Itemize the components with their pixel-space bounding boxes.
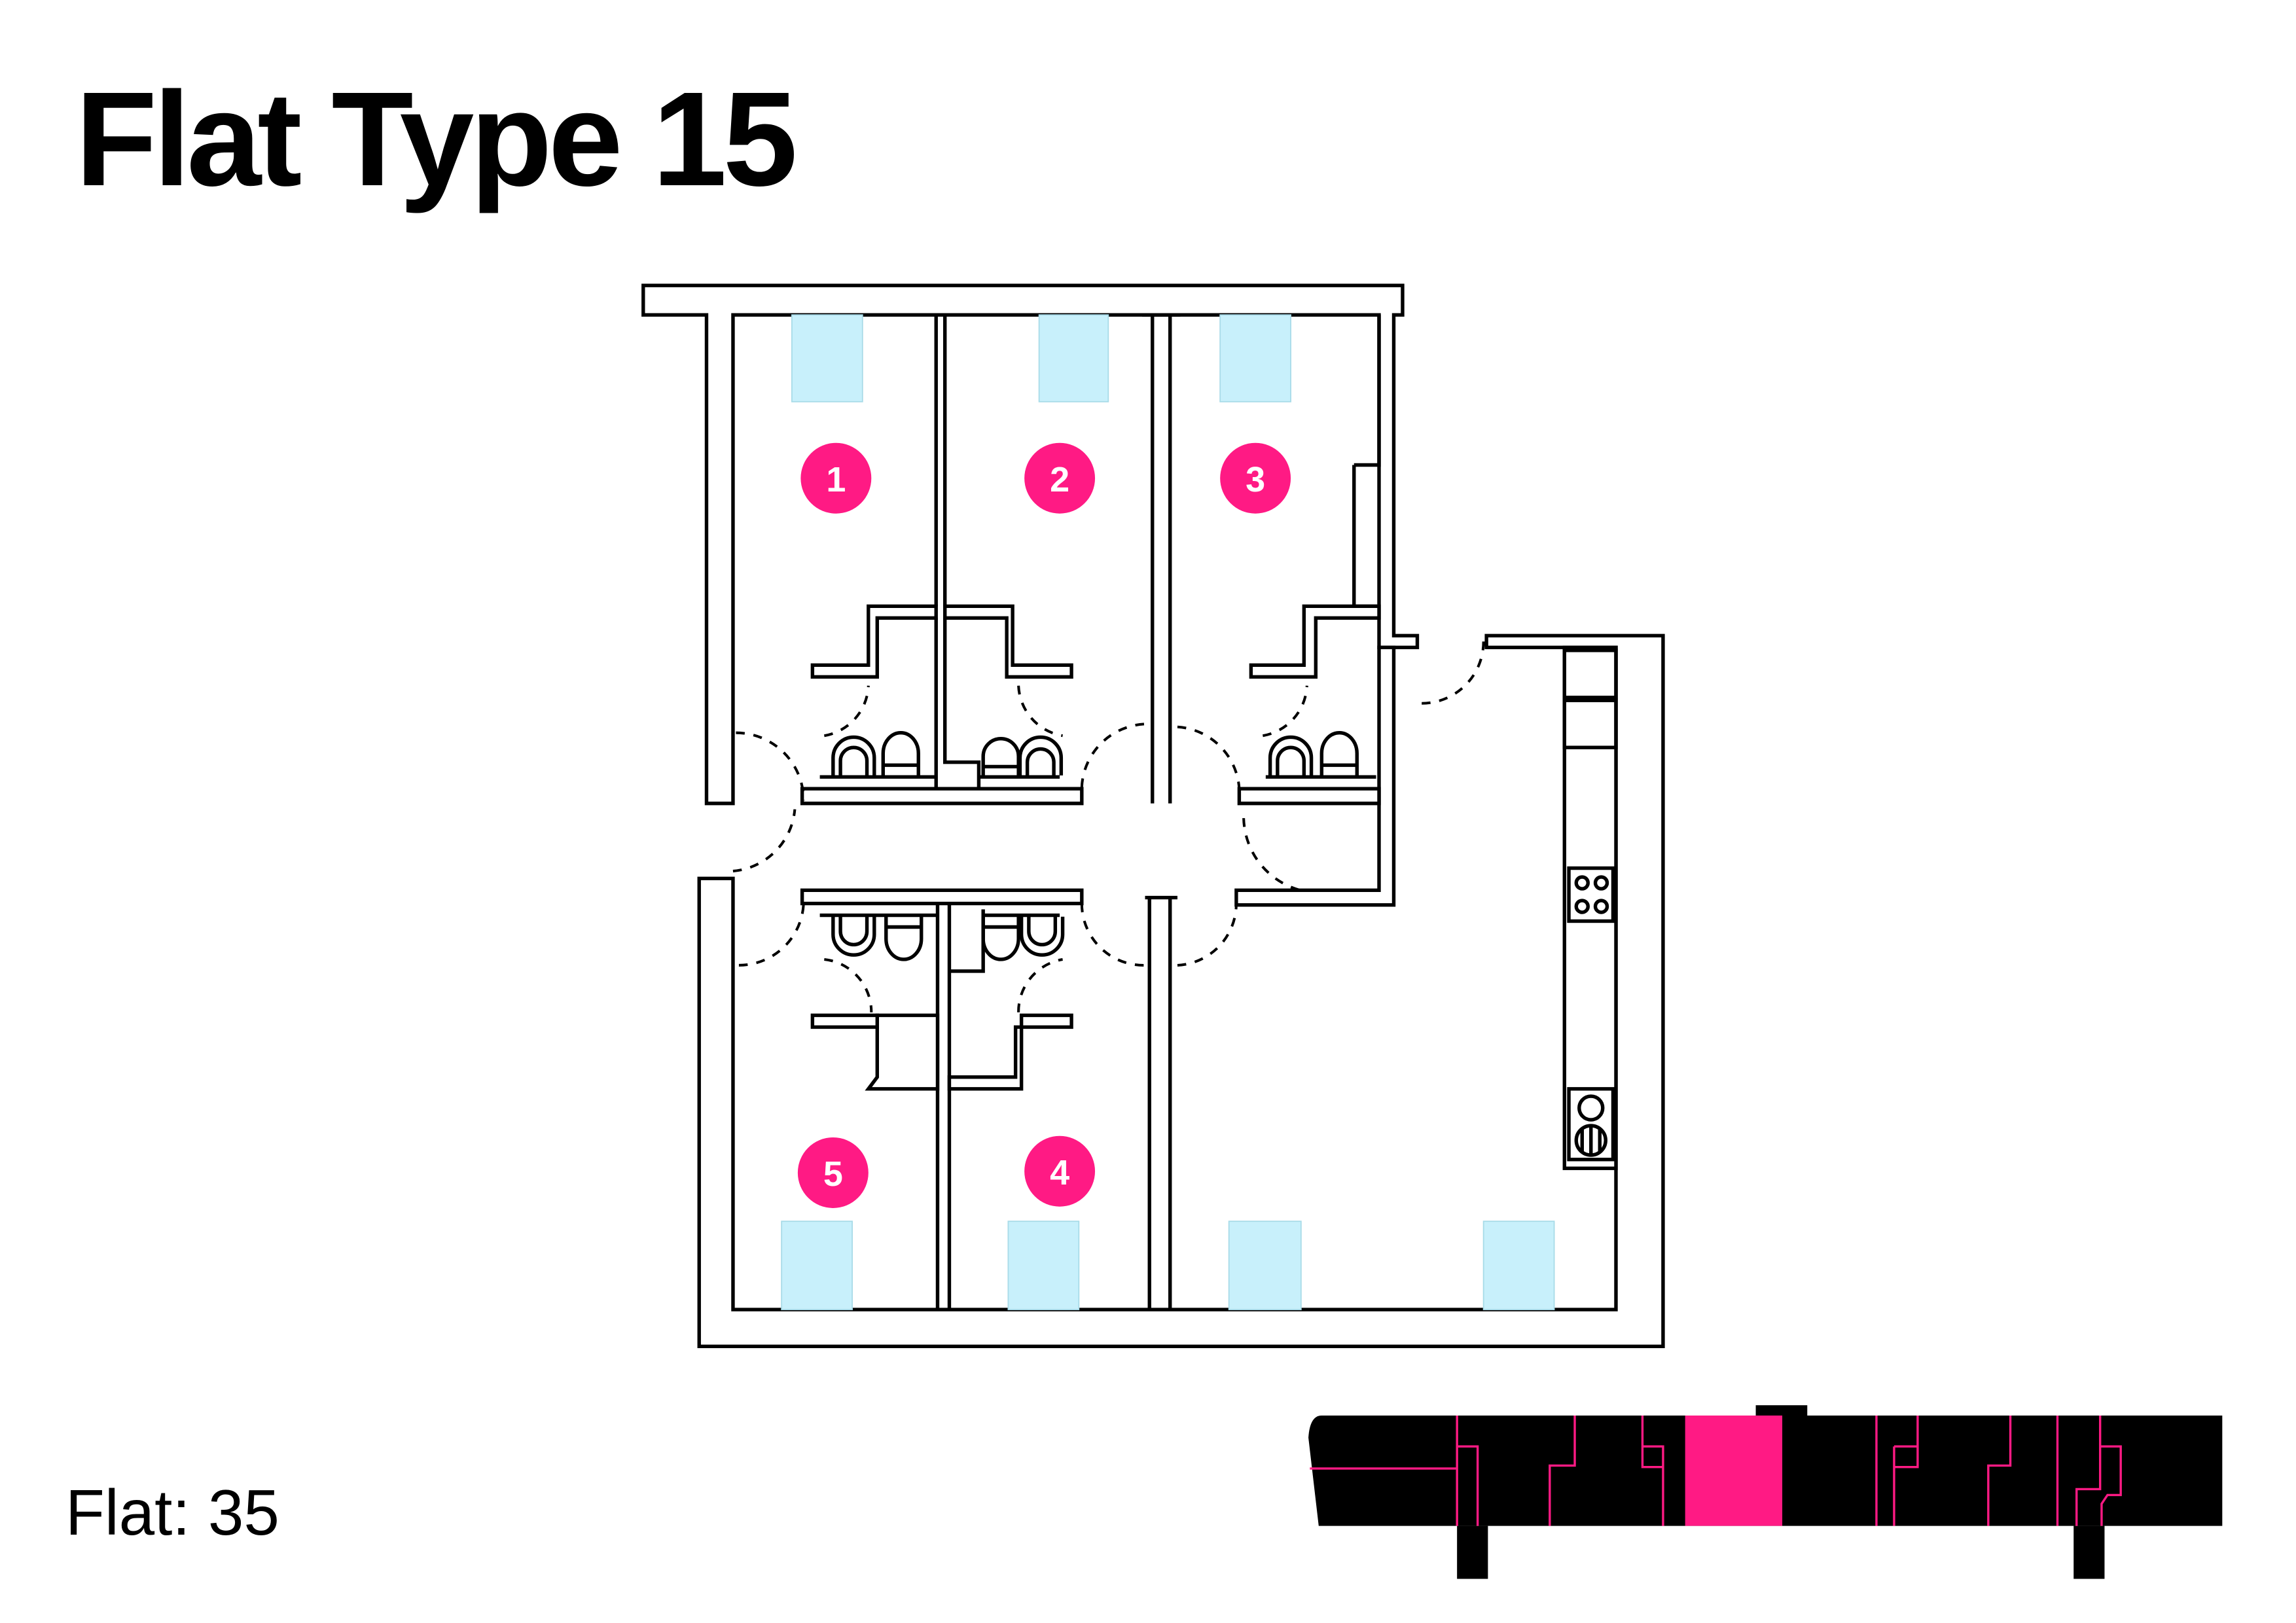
top-partitions (800, 313, 1381, 806)
toilet-icon (981, 916, 1020, 961)
flat-number-label: Flat: 35 (65, 1476, 279, 1548)
sink-icon (1268, 735, 1314, 776)
room-badge-2: 2 (1024, 442, 1096, 514)
room-badge-3: 3 (1220, 442, 1291, 514)
sink-icon (1018, 735, 1064, 776)
sanitary-fittings (831, 731, 1359, 961)
toilet-icon (881, 731, 920, 776)
door-swings (732, 641, 1485, 1012)
sink-icon (831, 735, 876, 776)
room-badge-4: 4 (1024, 1135, 1096, 1207)
toilet-icon (1319, 731, 1359, 776)
bottom-partitions (800, 888, 1177, 1310)
toilet-icon (884, 916, 924, 961)
hob-icon (1567, 866, 1615, 923)
key-plan (1308, 1405, 2223, 1579)
svg-text:4: 4 (1050, 1153, 1069, 1192)
kitchen-counter (1562, 645, 1618, 1170)
sink-icon (1019, 916, 1065, 957)
sink-icon (831, 916, 876, 957)
room-badge-1: 1 (800, 442, 872, 514)
windows (781, 314, 1555, 1310)
kitchen-sink-icon (1567, 1087, 1615, 1162)
toilet-icon (981, 737, 1020, 776)
svg-text:2: 2 (1050, 460, 1069, 499)
svg-text:5: 5 (823, 1154, 843, 1194)
page-title: Flat Type 15 (75, 64, 798, 214)
key-plan-highlight (1685, 1415, 1783, 1526)
room-badge-5: 5 (797, 1137, 869, 1208)
svg-text:1: 1 (826, 460, 846, 499)
svg-text:3: 3 (1246, 460, 1265, 499)
